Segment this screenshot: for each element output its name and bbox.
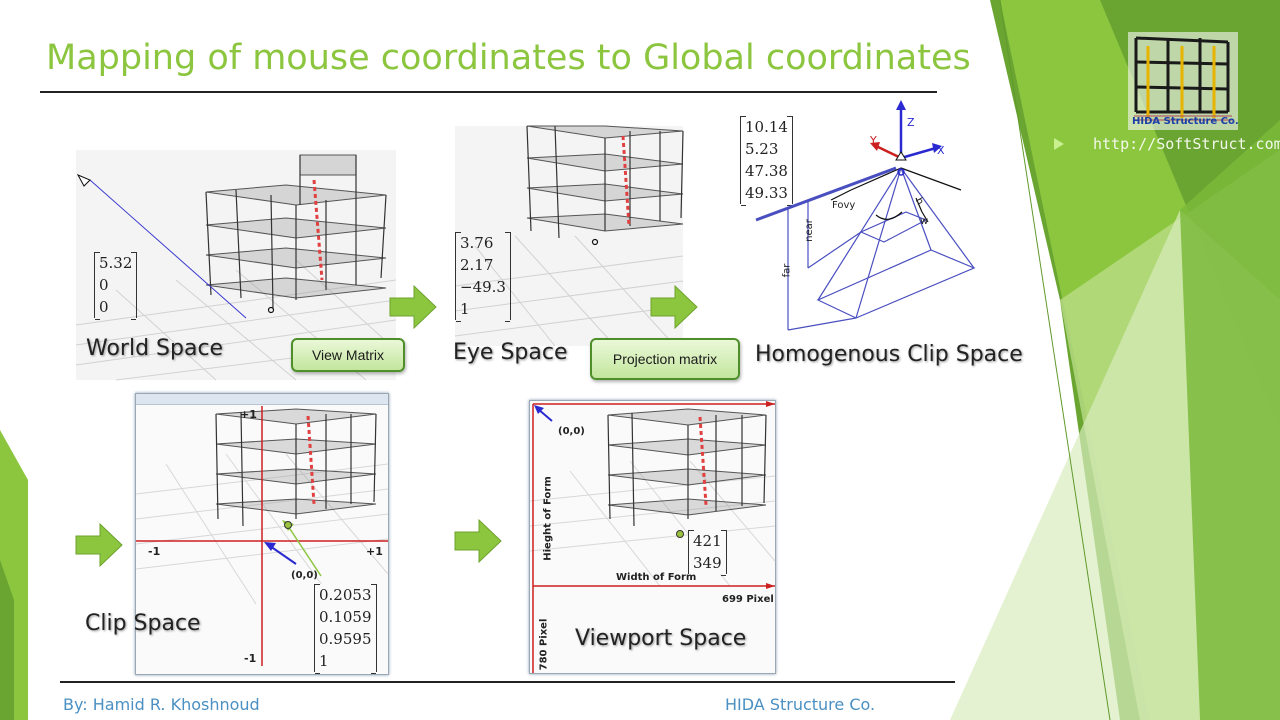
fovy-label: Fovy	[832, 200, 856, 211]
world-space-building	[75, 154, 397, 381]
homogenous-clip-space-label: Homogenous Clip Space	[755, 342, 1023, 367]
clip-space-plot	[135, 406, 389, 666]
window-titlebar	[136, 394, 388, 405]
view-frustum-diagram	[755, 100, 976, 331]
title-divider	[40, 91, 937, 93]
x-axis-label: X	[937, 144, 945, 157]
arrow-right-icon	[454, 518, 502, 564]
eye-space-panel	[454, 125, 684, 347]
clip-space-label: Clip Space	[85, 611, 201, 636]
logo-text: HIDA Structure Co.	[1132, 116, 1239, 127]
arrow-right-icon	[75, 522, 123, 568]
far-label: far	[781, 263, 793, 278]
clip-tick-right: +1	[366, 545, 383, 558]
arrow-right-icon	[650, 284, 698, 330]
footer-divider	[60, 681, 955, 683]
clip-space-window: +1 -1 -1 +1 (0,0)	[135, 393, 389, 675]
z-axis-label: Z	[907, 116, 915, 129]
near-label: near	[803, 219, 815, 242]
width-pixels-label: 699 Pixel	[722, 594, 774, 605]
viewport-space-plot	[529, 401, 776, 673]
clip-origin-label: (0,0)	[291, 570, 318, 581]
url-bullet-icon	[1054, 138, 1064, 150]
w-label: w	[920, 216, 929, 227]
viewport-space-window: (0,0) Hieght of Form Width of Form 699 P…	[529, 400, 776, 674]
company-footer: HIDA Structure Co.	[725, 695, 876, 714]
viewport-origin-label: (0,0)	[558, 426, 585, 437]
website-url[interactable]: http://SoftStruct.com	[1093, 135, 1280, 153]
clip-tick-bottom: -1	[244, 652, 257, 665]
y-axis-label: Y	[870, 134, 877, 147]
viewport-space-label: Viewport Space	[575, 626, 747, 651]
clip-tick-left: -1	[148, 545, 161, 558]
author-footer: By: Hamid R. Khoshnoud	[63, 695, 260, 714]
eye-space-building	[454, 125, 684, 347]
form-height-label: Hieght of Form	[542, 476, 554, 561]
clip-tick-top: +1	[240, 408, 257, 421]
company-logo: HIDA Structure Co.	[1128, 32, 1239, 130]
eye-space-label: Eye Space	[453, 340, 568, 365]
view-matrix-button[interactable]: View Matrix	[291, 338, 405, 372]
building-frame-icon	[1128, 32, 1238, 130]
height-pixels-label: 780 Pixel	[538, 618, 550, 671]
world-space-label: World Space	[86, 336, 224, 361]
slide-title: Mapping of mouse coordinates to Global c…	[46, 38, 971, 78]
form-width-label: Width of Form	[616, 572, 697, 583]
arrow-right-icon	[389, 284, 437, 330]
projection-matrix-button[interactable]: Projection matrix	[590, 338, 740, 380]
